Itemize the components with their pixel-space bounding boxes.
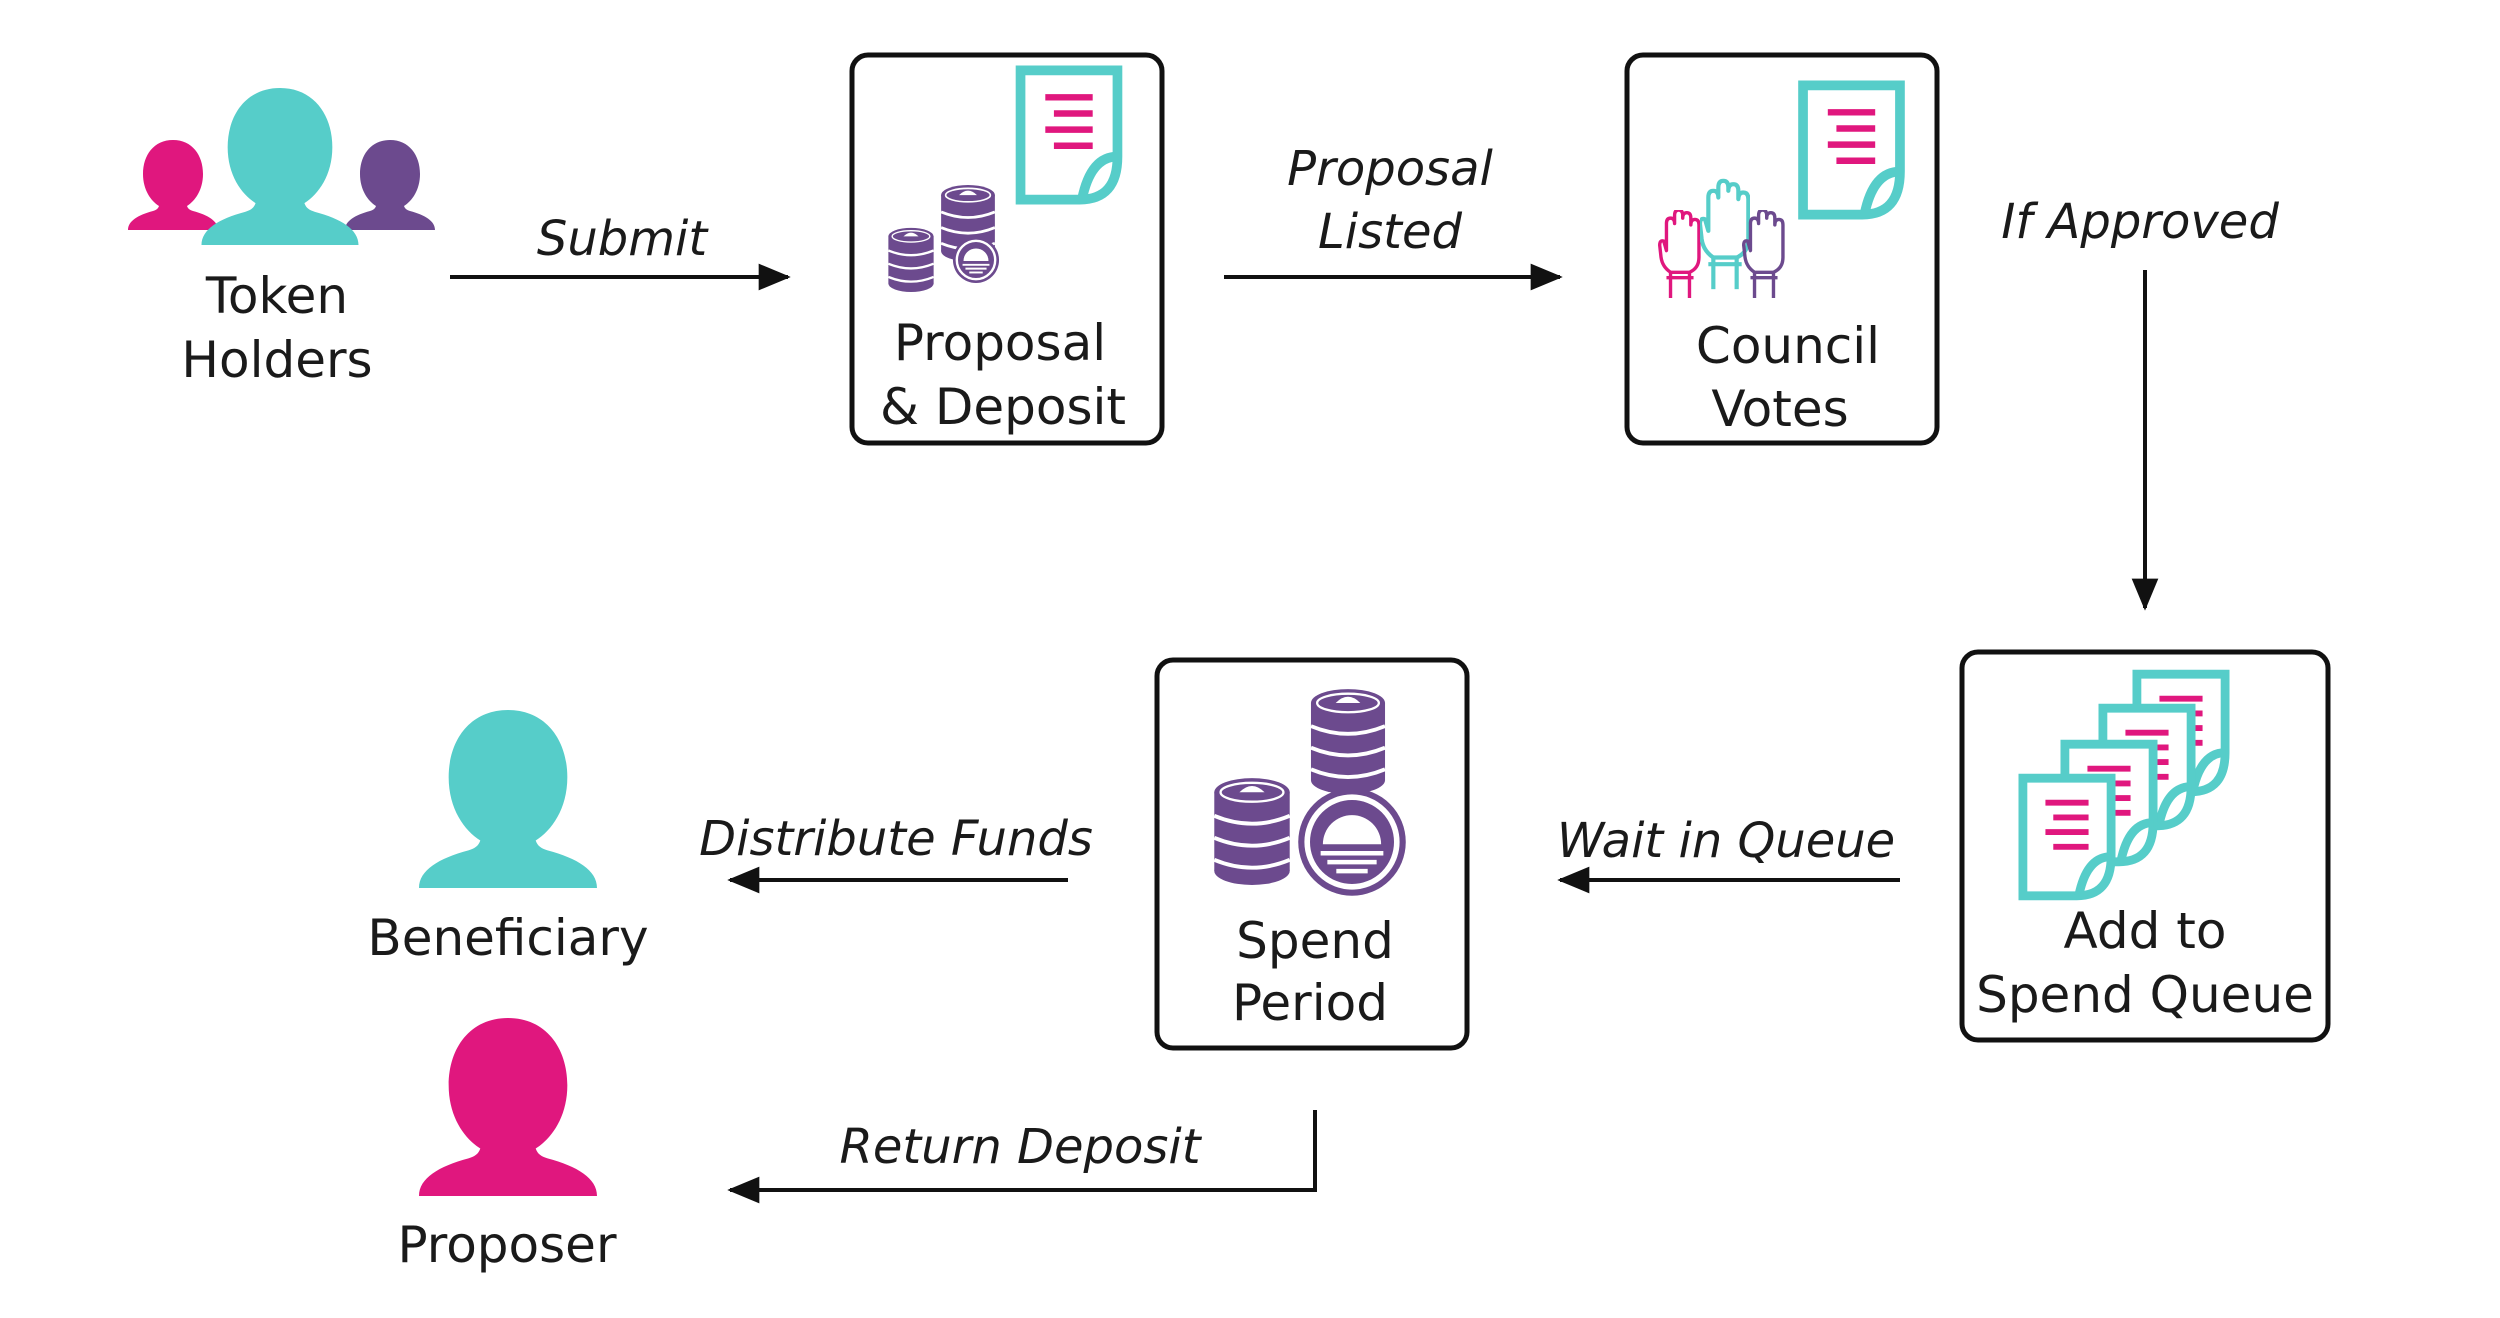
council-votes-label-line1: Council	[1696, 317, 1880, 375]
spend-period-label-line2: Period	[1232, 974, 1388, 1032]
beneficiary-label: Beneficiary	[367, 909, 648, 967]
wait-in-queue-label: Wait in Queue	[1557, 813, 1895, 869]
distribute-funds-edge: Distribute Funds	[699, 811, 1093, 894]
return-deposit-arrow	[727, 1110, 1317, 1204]
document-icon	[1021, 70, 1118, 199]
if-approved-edge: If Approved	[2001, 194, 2279, 611]
proposer-node: Proposer	[397, 1018, 617, 1274]
token-holders-label-line1: Token	[205, 267, 348, 325]
council-votes-node: Council Votes	[1624, 52, 1940, 446]
submit-label: Submit	[537, 211, 709, 267]
add-to-queue-node: Add to Spend Queue	[1959, 649, 2331, 1043]
token-holders-label-line2: Holders	[181, 331, 372, 389]
proposal-listed-label-line2: Listed	[1318, 204, 1462, 260]
if-approved-label: If Approved	[2001, 194, 2279, 250]
beneficiary-person-icon	[419, 710, 597, 888]
submit-edge: Submit	[450, 211, 791, 291]
proposal-deposit-label-line2: & Deposit	[880, 378, 1126, 436]
spend-period-node: Spend Period	[1154, 657, 1470, 1051]
council-votes-label-line2: Votes	[1711, 380, 1848, 438]
wait-in-queue-edge: Wait in Queue	[1557, 813, 1900, 894]
add-to-queue-label-line2: Spend Queue	[1976, 966, 2314, 1024]
token-holders-node: Token Holders	[128, 88, 435, 389]
document-icon	[1803, 85, 1900, 214]
beneficiary-node: Beneficiary	[367, 710, 649, 967]
proposal-deposit-node: Proposal & Deposit	[849, 52, 1165, 446]
distribute-funds-label: Distribute Funds	[699, 811, 1093, 867]
return-deposit-edge: Return Deposit	[727, 1110, 1317, 1204]
token-holders-icon	[128, 88, 435, 245]
proposer-person-icon	[419, 1018, 597, 1196]
proposer-label: Proposer	[397, 1216, 616, 1274]
spend-period-label-line1: Spend	[1236, 912, 1394, 970]
return-deposit-label: Return Deposit	[839, 1119, 1202, 1175]
proposal-listed-edge: Proposal Listed	[1224, 141, 1563, 291]
proposal-listed-label-line1: Proposal	[1287, 141, 1493, 197]
proposal-deposit-label-line1: Proposal	[894, 314, 1106, 372]
add-to-queue-label-line1: Add to	[2064, 902, 2227, 960]
